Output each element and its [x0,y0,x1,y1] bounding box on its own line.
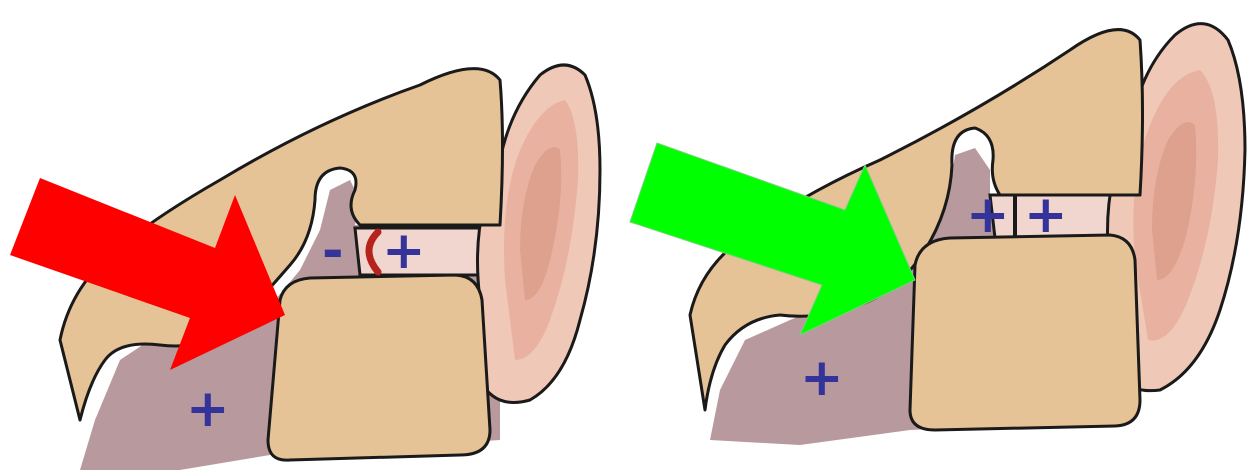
right-middle-ear-sign: + [966,185,1010,245]
panel-right: + + + [630,24,1245,445]
right-lower-tissue [910,235,1140,430]
right-canal-sign: + [1024,185,1068,245]
left-lower-tissue [268,275,490,460]
left-canal-sign: + [382,221,426,281]
panel-left: - + + [10,65,600,470]
right-throat-sign: + [800,348,844,408]
left-throat-sign: + [186,379,230,439]
left-middle-ear-sign: - [322,221,344,281]
